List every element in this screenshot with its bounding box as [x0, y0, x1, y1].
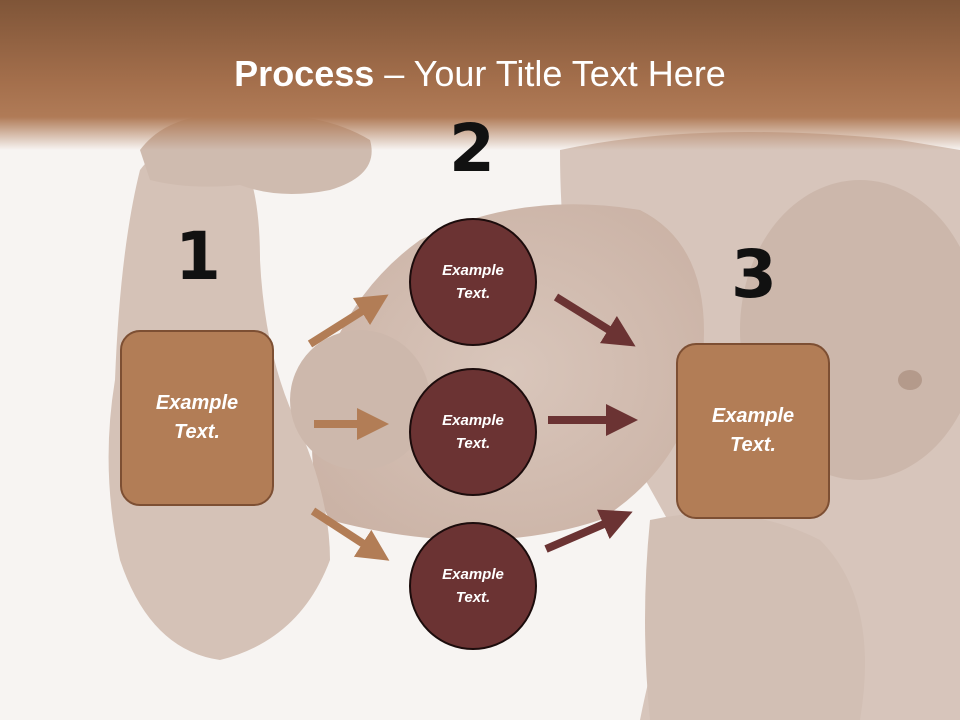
- step-2-circle-2: Example Text.: [409, 368, 537, 496]
- step-2-circle-3: Example Text.: [409, 522, 537, 650]
- arrow-1-to-circle-1: [307, 294, 389, 348]
- step-3-box: Example Text.: [676, 343, 830, 519]
- step-2-circle-1: Example Text.: [409, 218, 537, 346]
- arrow-circle-3-to-3: [544, 509, 633, 553]
- title-bold: Process: [234, 53, 375, 94]
- step-1-box: Example Text.: [120, 330, 274, 506]
- arrow-circle-1-to-3: [553, 293, 636, 347]
- arrow-1-to-circle-3: [310, 507, 390, 561]
- title-bar: [0, 0, 960, 150]
- step-2-number: 2: [449, 110, 495, 187]
- step-3-number: 3: [731, 236, 777, 313]
- title-rest: – Your Title Text Here: [374, 53, 726, 94]
- step-1-number: 1: [175, 218, 221, 295]
- slide-title: Process – Your Title Text Here: [0, 52, 960, 96]
